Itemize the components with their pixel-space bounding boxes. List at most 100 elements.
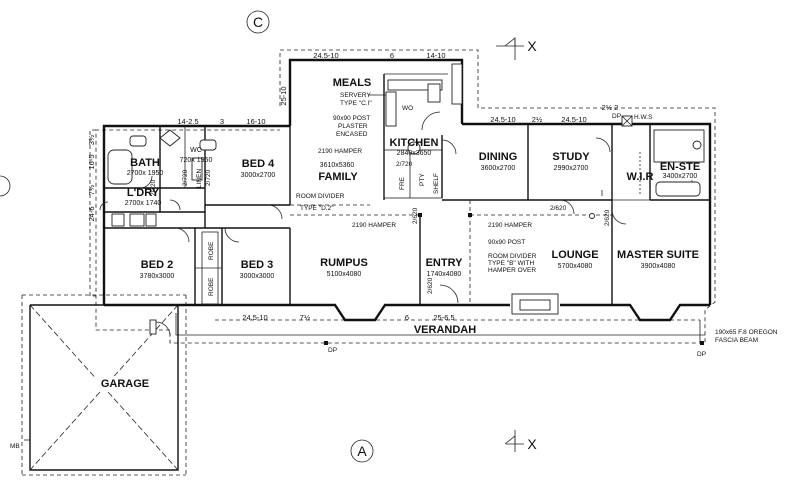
dp-note-3: DP <box>612 113 621 120</box>
section-top-label: X <box>527 38 537 54</box>
door-size-6: 2/720 <box>182 169 189 186</box>
lounge-label: LOUNGE <box>551 249 598 261</box>
dim-top-left-2: 3 <box>220 117 224 126</box>
study-dim: 2990x2700 <box>554 165 589 172</box>
servery-type-note: TYPE "C.I" <box>340 100 372 107</box>
dim-top-1: 24.5-10 <box>313 51 338 60</box>
hamper-over-note: HAMPER OVER <box>488 267 536 274</box>
dp-note-2: DP <box>697 351 706 358</box>
master-suite-dim: 3900x4080 <box>641 263 676 270</box>
fixtures <box>107 63 705 227</box>
entry-post-note: 90x90 POST <box>488 239 525 246</box>
room-labels: MEALS KITCHEN 2840x3650 3610x5360 FAMILY… <box>125 77 700 280</box>
pty-note: PTY <box>419 173 426 186</box>
dim-left-2: 16-5 <box>87 154 96 169</box>
dim-top-left-1: 14-2.5 <box>177 117 198 126</box>
kitchen-label: KITCHEN <box>390 137 439 149</box>
wir-label: W.I.R <box>627 171 654 183</box>
dim-bottom-1: 24.5-10 <box>242 313 267 322</box>
dp-note-1: DP <box>328 347 337 354</box>
dim-top-3: 14-10 <box>426 51 445 60</box>
hamper-family-note: 2190 HAMPER <box>318 148 362 155</box>
hws-note: H.W.S <box>634 114 653 121</box>
master-suite-label: MASTER SUITE <box>617 249 699 261</box>
dim-left-1: 3½ <box>87 134 96 145</box>
ldry-dim: 2700x 1740 <box>125 200 162 207</box>
verandah: VERANDAH <box>175 313 705 343</box>
section-marker-left <box>0 175 11 197</box>
dim-bottom-4: 25-6.5 <box>433 313 454 322</box>
section-cut-bottom: X <box>504 430 537 452</box>
door-size-3: 2/620 <box>604 209 611 226</box>
linen-note: LINEN <box>196 169 203 188</box>
hamper-dining-note: 2190 HAMPER <box>488 222 532 229</box>
door-size-1: 2/620 <box>412 207 419 224</box>
dim-top-right: 2½ 2 <box>602 103 619 112</box>
study-label: STUDY <box>552 151 590 163</box>
bath-dim: 2700x 1950 <box>127 170 164 177</box>
ensuite-label: EN-STE <box>660 161 700 173</box>
wc-dim: 720x 1950 <box>180 157 213 164</box>
entry-divider-type-note: TYPE "B" WITH <box>488 260 534 267</box>
external-walls <box>102 58 712 322</box>
servery-note: SERVERY <box>340 92 371 99</box>
internal-walls <box>104 73 710 305</box>
hamper-rumpus-note: 2190 HAMPER <box>352 222 396 229</box>
dim-top-mid-3: 24.5-10 <box>561 115 586 124</box>
dim-left-4: 24-6 <box>87 206 96 221</box>
section-cut-top: X <box>496 37 537 60</box>
bed3-dim: 3000x3000 <box>240 273 275 280</box>
rumpus-dim: 5100x4080 <box>327 271 362 278</box>
lounge-dim: 5700x4080 <box>558 263 593 270</box>
entry-dim: 1740x4080 <box>427 271 462 278</box>
entry-divider-note: ROOM DIVIDER <box>488 253 537 260</box>
door-size-2: 2/620 <box>550 205 567 212</box>
family-dim: 3610x5360 <box>320 162 355 169</box>
bed4-dim: 3000x2700 <box>241 172 276 179</box>
garage-label: GARAGE <box>101 378 149 390</box>
bed4-label: BED 4 <box>242 158 275 170</box>
bath-label: BATH <box>130 157 160 169</box>
marker-a-label: A <box>357 443 367 459</box>
eaves-line <box>95 49 716 344</box>
encased-note: ENCASED <box>336 131 368 138</box>
dining-label: DINING <box>479 151 518 163</box>
room-divider-note: ROOM DIVIDER <box>296 193 345 200</box>
dimension-strings: 24.5-10 6 14-10 14-2.5 3 16-10 24.5-10 2… <box>87 51 618 322</box>
door-size-7: 2/720 <box>396 161 413 168</box>
dim-top-left-3: 16-10 <box>246 117 265 126</box>
robe-note-1: ROBE <box>208 241 215 260</box>
door-size-8: 2/720 <box>150 179 157 196</box>
dim-meals-side: 25-10 <box>279 86 288 105</box>
plaster-post-note: 90x90 POST <box>333 115 370 122</box>
section-marker-a: A <box>350 439 374 463</box>
section-bottom-label: X <box>527 436 537 452</box>
rumpus-label: RUMPUS <box>320 257 368 269</box>
door-size-5: 2/720 <box>205 169 212 186</box>
bed3-label: BED 3 <box>241 259 273 271</box>
meals-label: MEALS <box>333 77 372 89</box>
door-size-4: 2/620 <box>427 277 434 294</box>
annotations: SERVERY TYPE "C.I" 90x90 POST PLASTER EN… <box>150 92 778 358</box>
garage: GARAGE MB <box>10 294 187 476</box>
fre-note: FRE <box>399 176 406 190</box>
dim-top-2: 6 <box>390 51 394 60</box>
fascia-beam-note: FASCIA BEAM <box>715 337 758 344</box>
ensuite-dim: 3400x2700 <box>663 173 698 180</box>
dim-top-mid-1: 24.5-10 <box>490 115 515 124</box>
dim-bottom-3: 6 <box>405 313 409 322</box>
wo-note: WO <box>402 105 413 112</box>
wc-label: WC <box>190 147 202 154</box>
bed2-dim: 3780x3000 <box>140 273 175 280</box>
posts <box>324 213 704 345</box>
dim-top-mid-2: 2½ <box>532 115 543 124</box>
family-label: FAMILY <box>318 171 358 183</box>
marker-c-label: C <box>253 14 263 30</box>
robe-note-2: ROBE <box>208 277 215 296</box>
plaster-note: PLASTER <box>338 123 368 130</box>
section-marker-c: C <box>246 10 270 34</box>
verandah-label: VERANDAH <box>414 324 476 336</box>
bath-tub <box>107 149 133 185</box>
ldry-label: L'DRY <box>127 187 160 199</box>
